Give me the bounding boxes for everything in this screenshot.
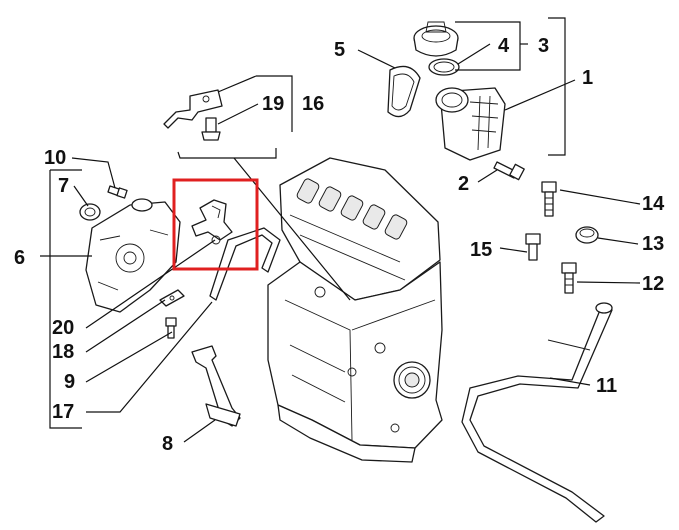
callout-16: 16 xyxy=(302,93,324,115)
callout-12: 12 xyxy=(642,273,664,295)
oil-dipstick-tube xyxy=(191,345,241,427)
coolant-pipe xyxy=(461,302,613,523)
callout-1: 1 xyxy=(582,67,593,89)
callout-3: 3 xyxy=(538,35,549,57)
callout-18: 18 xyxy=(52,341,74,363)
cover-gasket xyxy=(209,227,281,301)
callout-4: 4 xyxy=(498,35,510,57)
engine-sensor-part xyxy=(191,199,233,245)
callout-7: 7 xyxy=(58,175,69,197)
callout-19: 19 xyxy=(262,93,284,115)
bolt-15 xyxy=(525,233,541,261)
plug-13 xyxy=(575,226,599,244)
callout-11: 11 xyxy=(596,375,617,397)
bolt-14 xyxy=(541,181,557,217)
callout-5: 5 xyxy=(334,39,345,61)
callout-15: 15 xyxy=(470,239,492,261)
timing-cover xyxy=(85,198,181,313)
filler-cap-seal xyxy=(428,58,460,76)
callout-8: 8 xyxy=(162,433,173,455)
callout-6: 6 xyxy=(14,247,25,269)
callout-10: 10 xyxy=(44,147,66,169)
bolt-10 xyxy=(107,185,128,199)
highlight-box xyxy=(172,178,259,271)
bolt-12 xyxy=(561,262,577,294)
callout-14: 14 xyxy=(642,193,665,215)
callout-17: 17 xyxy=(52,401,74,423)
bracket-20 xyxy=(159,289,185,307)
oil-filler-cap xyxy=(413,21,459,57)
seal-7 xyxy=(79,203,101,221)
housing-bolt xyxy=(493,161,525,181)
callout-2: 2 xyxy=(458,173,469,195)
callout-9: 9 xyxy=(64,371,75,393)
bolt-19 xyxy=(201,117,221,141)
housing-gasket xyxy=(387,65,421,118)
sensor-bracket xyxy=(163,89,223,129)
leader-lines xyxy=(40,17,641,443)
engine-block xyxy=(267,157,443,463)
callout-20: 20 xyxy=(52,317,74,339)
oil-filler-housing xyxy=(435,87,506,161)
callout-13: 13 xyxy=(642,233,664,255)
